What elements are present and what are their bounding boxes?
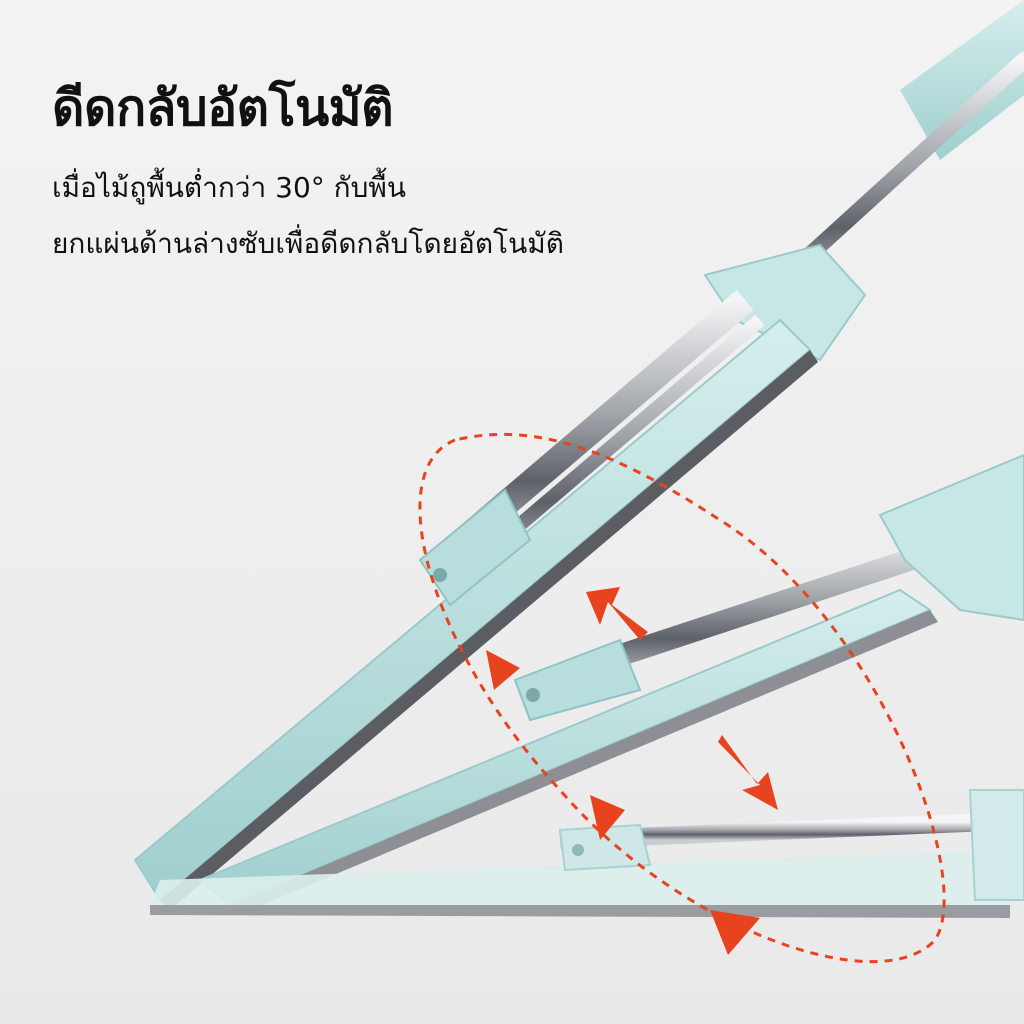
subtext-line-1: เมื่อไม้ถูพื้นต่ำกว่า 30° กับพื้น <box>52 171 406 204</box>
arrow-left-icon <box>590 795 625 840</box>
mop-handle <box>703 0 1024 362</box>
arrow-up-small-icon <box>486 650 520 690</box>
motion-arrows <box>486 587 778 955</box>
mop-position-steep <box>133 290 818 910</box>
mop-position-flat <box>150 789 1024 918</box>
arrow-left-bottom-icon <box>710 910 760 955</box>
subtext-line-2: ยกแผ่นด้านล่างซับเพื่อดีดกลับโดยอัตโนมัต… <box>52 227 564 260</box>
arrow-up-icon <box>586 587 648 640</box>
headline: ดีดกลับอัตโนมัติ <box>52 79 394 137</box>
mop-position-middle <box>198 453 1024 915</box>
arrow-down-icon <box>718 735 778 810</box>
motion-path-dashes <box>418 432 946 963</box>
